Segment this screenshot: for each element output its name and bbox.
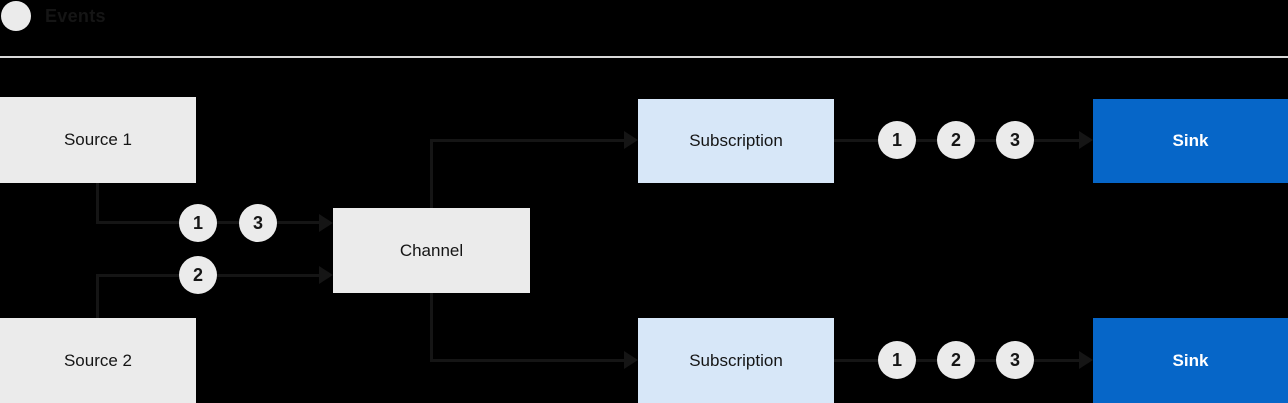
node-source-1: Source 1 <box>0 97 196 183</box>
node-sink-2: Sink <box>1093 318 1288 403</box>
event-marker-source-1: 1 <box>179 204 217 242</box>
arrowhead-source2-to-channel-icon <box>319 266 333 284</box>
arrowhead-source1-to-channel-icon <box>319 214 333 232</box>
event-marker-sub2-1: 1 <box>878 341 916 379</box>
legend: Events <box>1 1 106 31</box>
connector-source1-down <box>96 183 99 224</box>
event-marker-sub1-2: 2 <box>937 121 975 159</box>
node-subscription-1: Subscription <box>638 99 834 183</box>
connector-channel-to-subscription1 <box>430 139 626 142</box>
event-marker-sub2-2: 2 <box>937 341 975 379</box>
event-marker-sub1-1: 1 <box>878 121 916 159</box>
node-channel: Channel <box>333 208 530 293</box>
arrowhead-subscription2-to-sink2-icon <box>1079 351 1093 369</box>
arrowhead-channel-to-subscription1-icon <box>624 131 638 149</box>
node-source-2: Source 2 <box>0 318 196 403</box>
legend-label: Events <box>45 5 106 26</box>
event-marker-source-2: 2 <box>179 256 217 294</box>
node-sink-1: Sink <box>1093 99 1288 183</box>
connector-channel-down <box>430 293 433 361</box>
event-marker-sub2-3: 3 <box>996 341 1034 379</box>
connector-channel-up <box>430 140 433 208</box>
events-legend-circle-icon <box>1 1 31 31</box>
event-marker-sub1-3: 3 <box>996 121 1034 159</box>
arrowhead-channel-to-subscription2-icon <box>624 351 638 369</box>
legend-divider <box>0 56 1288 58</box>
connector-source2-up <box>96 277 99 318</box>
node-subscription-2: Subscription <box>638 318 834 403</box>
event-marker-source-3: 3 <box>239 204 277 242</box>
connector-channel-to-subscription2 <box>430 359 626 362</box>
arrowhead-subscription1-to-sink1-icon <box>1079 131 1093 149</box>
